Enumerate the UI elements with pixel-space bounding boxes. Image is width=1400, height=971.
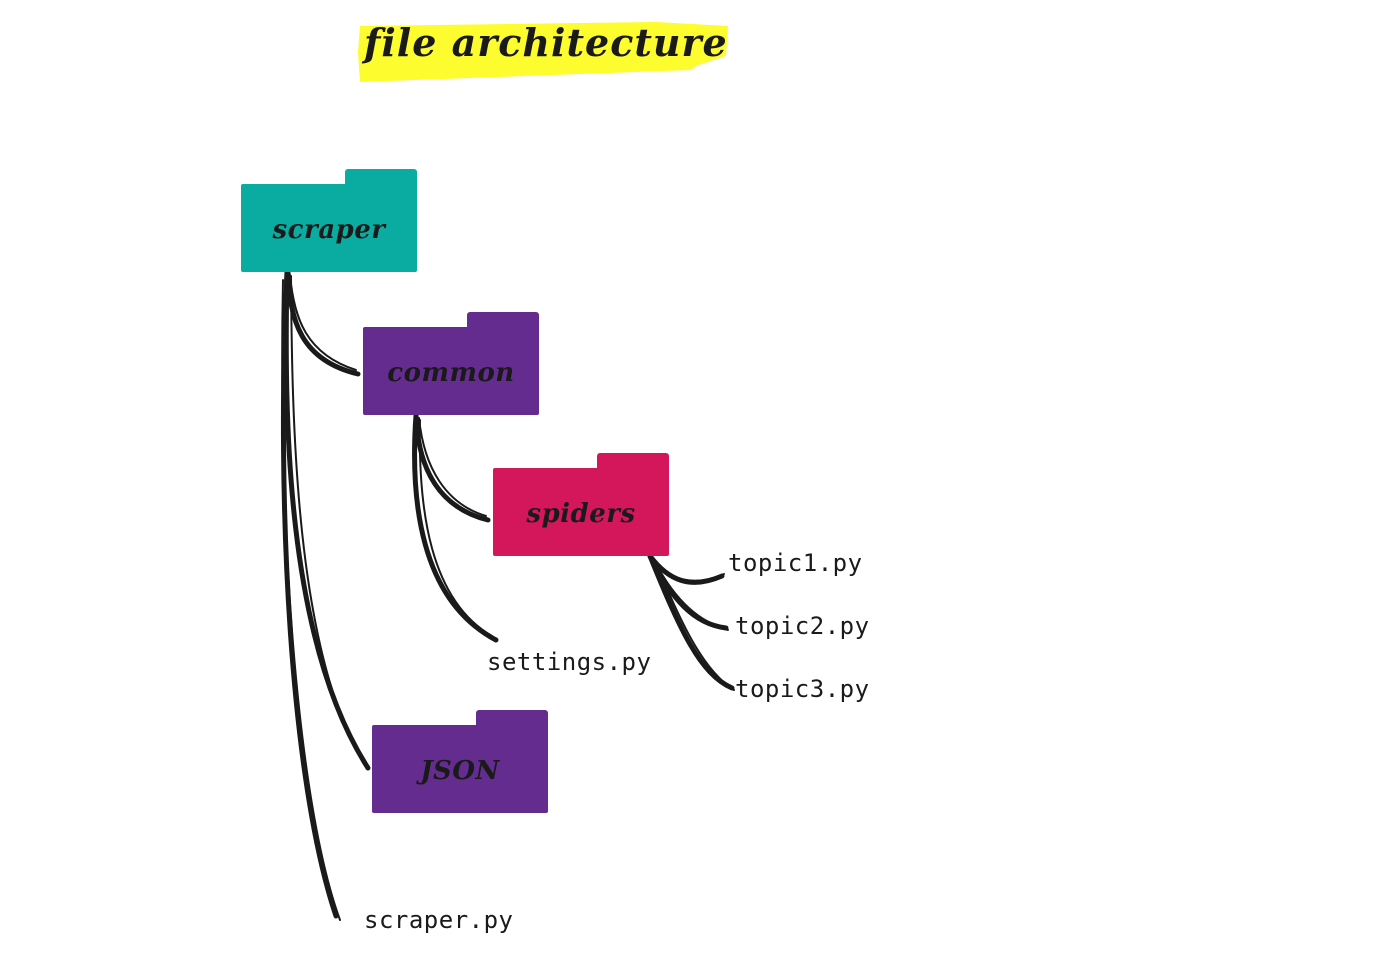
folder-body: scraper	[241, 184, 417, 272]
diagram-title: file architecture	[364, 20, 728, 65]
folder-label-common: common	[387, 358, 515, 388]
connector-common-spiders	[413, 412, 491, 523]
connector-common-settings	[412, 412, 499, 643]
file-settings[interactable]: settings.py	[487, 648, 652, 676]
folder-label-json: JSON	[420, 756, 500, 786]
folder-body: JSON	[372, 725, 548, 813]
file-topic2[interactable]: topic2.py	[735, 612, 870, 640]
folder-body: common	[363, 327, 539, 415]
connector-spiders-topic3	[647, 553, 735, 691]
connector-scraper-scraperpy	[280, 269, 339, 919]
folder-scraper[interactable]: scraper	[241, 169, 417, 272]
folder-body: spiders	[493, 468, 669, 556]
folder-spiders[interactable]: spiders	[493, 453, 669, 556]
diagram-title-block: file architecture	[356, 12, 731, 84]
folder-json[interactable]: JSON	[372, 710, 548, 813]
connector-scraper-common	[285, 269, 361, 377]
file-topic3[interactable]: topic3.py	[735, 675, 870, 703]
file-scraper-py[interactable]: scraper.py	[364, 906, 514, 934]
folder-label-spiders: spiders	[526, 499, 636, 529]
folder-common[interactable]: common	[363, 312, 539, 415]
file-topic1[interactable]: topic1.py	[728, 549, 863, 577]
title-highlight	[358, 22, 728, 82]
folder-label-scraper: scraper	[272, 215, 386, 245]
